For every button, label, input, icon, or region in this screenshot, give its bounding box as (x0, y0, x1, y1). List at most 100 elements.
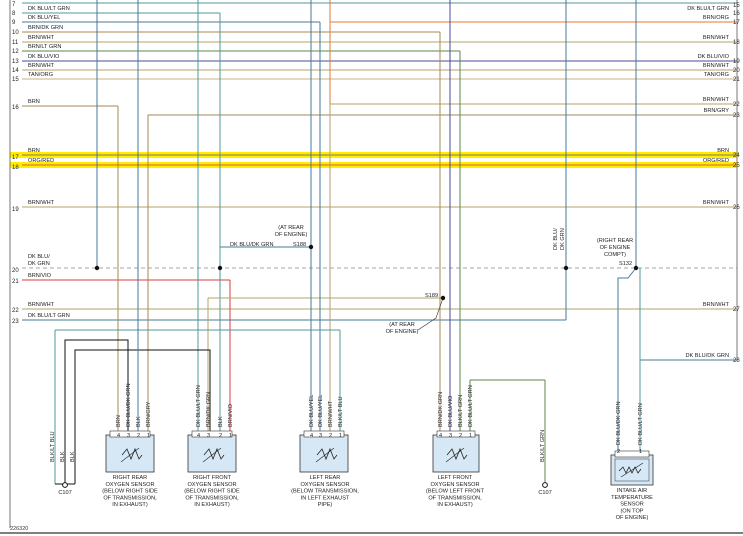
connector-cavity-strip (191, 430, 233, 438)
vertical-label-dk-blu: DK BLU/ (553, 228, 559, 250)
variable-arrow-icon (202, 447, 222, 463)
left-pin-number: 10 (12, 30, 19, 36)
left-pin-number: 14 (12, 68, 19, 74)
wire-black-rf2 (74, 349, 211, 484)
component-name-line: OXYGEN SENSOR (187, 482, 236, 488)
ground-wire-label: BLK (70, 451, 76, 462)
right-wire-label: DK BLU/VIO (698, 54, 730, 60)
left-wire-label: ORG/RED (28, 158, 54, 164)
left-pin-number: 15 (12, 77, 19, 83)
pin-wire-label: DK BLU/DK GRN (616, 401, 622, 445)
splice-dot (94, 265, 100, 271)
pin-wire-label: DK BLU/LT GRN (638, 403, 644, 445)
pin-wire-label: BRN/DK GRN (206, 392, 212, 427)
ground-wire-label: BLK/LT BLU (50, 431, 56, 462)
pin-wire-label: BLK/LT GRN (458, 395, 464, 427)
pin-wire-label: BRN/VIO (228, 403, 234, 427)
pin-wire-label: BRN/DK GRN (438, 392, 444, 427)
right-pin-number: 26 (733, 205, 740, 211)
wire-black-rr2 (64, 339, 129, 484)
left-pin-number: 9 (12, 20, 16, 26)
s132-note-1: (RIGHT REAR (597, 238, 633, 244)
right-wire-label: ORG/RED (703, 158, 729, 164)
pin-number: 1 (147, 433, 150, 439)
component-name-line: SENSOR (620, 502, 644, 508)
left-wire-label: DK BLU/ (28, 254, 50, 260)
variable-arrow-icon (620, 462, 644, 478)
sensor-housing (614, 458, 650, 482)
component-name-line: IN EXHAUST) (194, 502, 230, 508)
sensor-element-icon (446, 447, 468, 461)
pin-number: 2 (459, 433, 462, 439)
component-name-line: IN EXHAUST) (437, 502, 473, 508)
connector-body (432, 434, 480, 473)
left-pin-number: 16 (12, 105, 19, 111)
component-name-line: (BELOW RIGHT SIDE (102, 489, 158, 495)
connector-cavity-strip (614, 450, 650, 458)
left-wire-label: BRN/DK GRN (28, 25, 63, 31)
left-pin-number: 7 (12, 2, 16, 8)
pin-number: 1 (469, 433, 472, 439)
component-name-line: (ON TOP (620, 508, 643, 514)
component-name-line: INTAKE AIR (617, 488, 647, 494)
s188-note-2: OF ENGINE) (275, 232, 308, 238)
right-wire-label: BRN/WHT (703, 200, 730, 206)
pin-number: 1 (229, 433, 232, 439)
right-pin-number: 15 (733, 3, 740, 9)
right-pin-number: 16 (733, 11, 740, 17)
right-wire-label: BRN/WHT (703, 63, 730, 69)
right-pin-number: 18 (733, 40, 740, 46)
connector-cavity-strip (303, 430, 345, 438)
left-wire-label: BRN/WHT (28, 35, 55, 41)
pin-number: 4 (197, 433, 200, 439)
component-name-line: PIPE) (318, 502, 333, 508)
right-pin-number: 23 (733, 113, 740, 119)
right-pin-number: 28 (733, 358, 740, 364)
pin-number: 4 (310, 433, 313, 439)
right-wire-label: BRN/WHT (703, 35, 730, 41)
splice-s132-dot (633, 265, 639, 271)
component-name-line: OF TRANSMISSION, (185, 495, 239, 501)
pin-wire-label: BRN (116, 415, 122, 427)
component-name-line: TEMPERATURE (611, 495, 653, 501)
left-pin-number: 12 (12, 49, 19, 55)
component-name-line: OF TRANSMISSION, (103, 495, 157, 501)
s188-note-1: (AT REAR (278, 225, 304, 231)
sensor-element-icon (203, 447, 225, 461)
variable-arrow-icon (120, 447, 140, 463)
pin-wire-label: BRN/WHT (328, 400, 334, 427)
component-name-line: RIGHT REAR (113, 475, 147, 481)
left-wire-label: BRN/LT GRN (28, 44, 61, 50)
pin-wire-label: DK BLU/YEL (318, 395, 324, 427)
pin-wire-label: BRN/GRY (146, 401, 152, 427)
component-name-line: LEFT FRONT (438, 475, 473, 481)
ground-terminal-icon (62, 482, 68, 488)
right-wire-label: DK BLU/LT GRN (687, 6, 729, 12)
left-pin-number: 22 (12, 308, 19, 314)
left-pin-number: 17 (12, 155, 19, 161)
right-wire-label: BRN/WHT (703, 302, 730, 308)
pin-wire-label: DK BLU/LT GRN (468, 385, 474, 427)
left-wire-label: TAN/ORG (28, 72, 53, 78)
wire-v-iat2 (617, 267, 637, 455)
right-wire-label: DK BLU/DK GRN (685, 353, 729, 359)
dk-blu-dk-grn-label: DK BLU/DK GRN (230, 242, 274, 248)
s188-label: S188 (293, 242, 306, 248)
left-pin-number: 19 (12, 207, 19, 213)
connector-body (105, 434, 155, 473)
left-wire-label: DK GRN (28, 261, 50, 267)
s189-note-1: (AT REAR (389, 322, 415, 328)
horizontal-wires (22, 2, 737, 361)
splice-dot (563, 265, 569, 271)
